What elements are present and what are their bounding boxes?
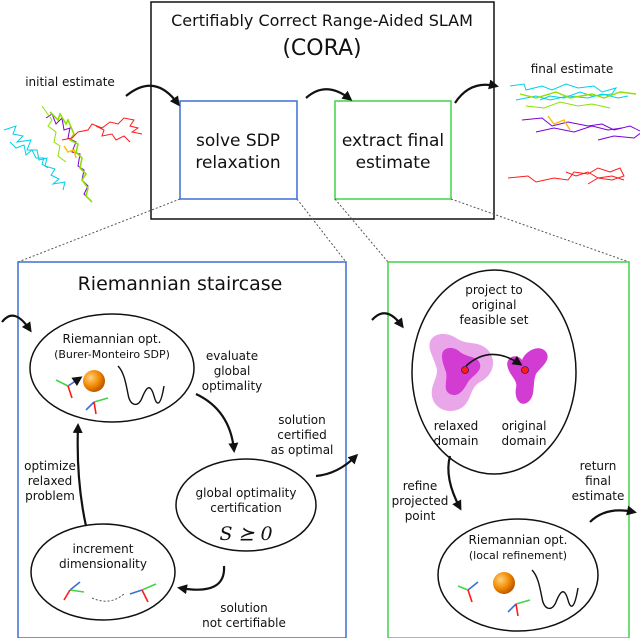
- project-line3: feasible set: [459, 313, 528, 327]
- optimize-line3: problem: [25, 489, 75, 503]
- projection-ellipse: [411, 269, 577, 475]
- pose-frames-icon: [55, 376, 109, 415]
- extract-box-line1: extract final: [342, 131, 444, 151]
- certification-formula: S ⪰ 0: [219, 523, 272, 545]
- original-domain-line1: original: [502, 419, 547, 433]
- relaxed-point: [461, 366, 469, 374]
- certification-ellipse: [175, 458, 317, 552]
- local-refinement-ellipse: [437, 518, 599, 632]
- increment-frames-icon: [63, 581, 157, 603]
- refine-line3: point: [405, 509, 436, 523]
- final-trajectory-plot: [507, 83, 640, 185]
- arrow-into-refinement: [371, 312, 404, 329]
- project-line2: original: [472, 298, 517, 312]
- arrow-evaluate: [195, 393, 239, 453]
- sdp-box-line1: solve SDP: [196, 131, 280, 151]
- local-refinement-line2: (local refinement): [469, 549, 567, 562]
- sphere-icon: [83, 370, 105, 392]
- local-refinement-line1: Riemannian opt.: [469, 533, 568, 547]
- optimize-line2: relaxed: [28, 474, 72, 488]
- evaluate-line1: evaluate: [206, 349, 258, 363]
- riemannian-opt-ellipse: [29, 313, 195, 423]
- sdp-box: [179, 100, 298, 200]
- evaluate-line3: optimality: [202, 379, 263, 393]
- arrow-not-certifiable: [177, 565, 226, 595]
- projection-arrow: [465, 353, 523, 367]
- certified-line3: as optimal: [271, 443, 334, 457]
- riemannian-opt-line1: Riemannian opt.: [63, 332, 162, 346]
- not-certifiable-line2: not certifiable: [202, 616, 286, 630]
- certification-line2: certification: [210, 501, 281, 515]
- relaxed-inner-shape: [442, 347, 481, 396]
- initial-estimate-label: initial estimate: [25, 75, 115, 89]
- refine-line1: refine: [403, 479, 438, 493]
- arrow-extract-to-final: [454, 79, 499, 104]
- certified-line1: solution: [278, 413, 326, 427]
- certification-line1: global optimality: [196, 486, 297, 500]
- return-line3: estimate: [572, 489, 625, 503]
- relaxed-domain-line2: domain: [434, 434, 479, 448]
- evaluate-line2: global: [214, 364, 251, 378]
- return-line1: return: [580, 459, 617, 473]
- increment-ellipse: [30, 523, 176, 621]
- arrow-refine: [447, 455, 462, 511]
- staircase-panel: [17, 261, 347, 638]
- staircase-title: Riemannian staircase: [78, 273, 283, 295]
- final-estimate-label: final estimate: [531, 62, 613, 76]
- certified-line2: certified: [277, 428, 327, 442]
- projected-point: [521, 366, 529, 374]
- cora-box: [150, 1, 495, 220]
- arrow-initial-to-sdp: [125, 84, 180, 107]
- initial-trajectory-plot: [3, 105, 143, 203]
- local-sphere-icon: [493, 572, 515, 594]
- zoom-lines: [17, 198, 630, 263]
- original-domain-shape: [507, 348, 548, 404]
- arrow-sdp-to-extract: [305, 88, 353, 101]
- arrow-return: [589, 505, 637, 523]
- increment-line2: dimensionality: [59, 557, 147, 571]
- increment-line1: increment: [73, 542, 134, 556]
- sdp-box-line2: relaxation: [195, 153, 280, 173]
- increment-dashed-curve: [91, 593, 125, 602]
- project-line1: project to: [465, 283, 523, 297]
- original-domain-line2: domain: [502, 434, 547, 448]
- extract-box-line2: estimate: [356, 153, 431, 173]
- local-landscape-icon: [531, 569, 579, 609]
- riemannian-opt-line2: (Burer-Monteiro SDP): [54, 348, 170, 361]
- arrow-into-staircase: [1, 314, 32, 333]
- cost-landscape-icon: [117, 365, 165, 405]
- local-pose-frames-icon: [457, 581, 531, 617]
- relaxed-domain-line1: relaxed: [434, 419, 478, 433]
- extract-box: [334, 100, 452, 200]
- arrow-optimize: [72, 423, 88, 527]
- refine-line2: projected: [392, 494, 449, 508]
- return-line2: final: [585, 474, 611, 488]
- not-certifiable-line1: solution: [220, 601, 268, 615]
- optimize-line1: optimize: [24, 459, 76, 473]
- cora-title-line2: (CORA): [282, 36, 361, 61]
- refinement-panel: [387, 261, 630, 638]
- cora-title-line1: Certifiably Correct Range-Aided SLAM: [171, 11, 473, 30]
- arrow-certified: [315, 453, 359, 478]
